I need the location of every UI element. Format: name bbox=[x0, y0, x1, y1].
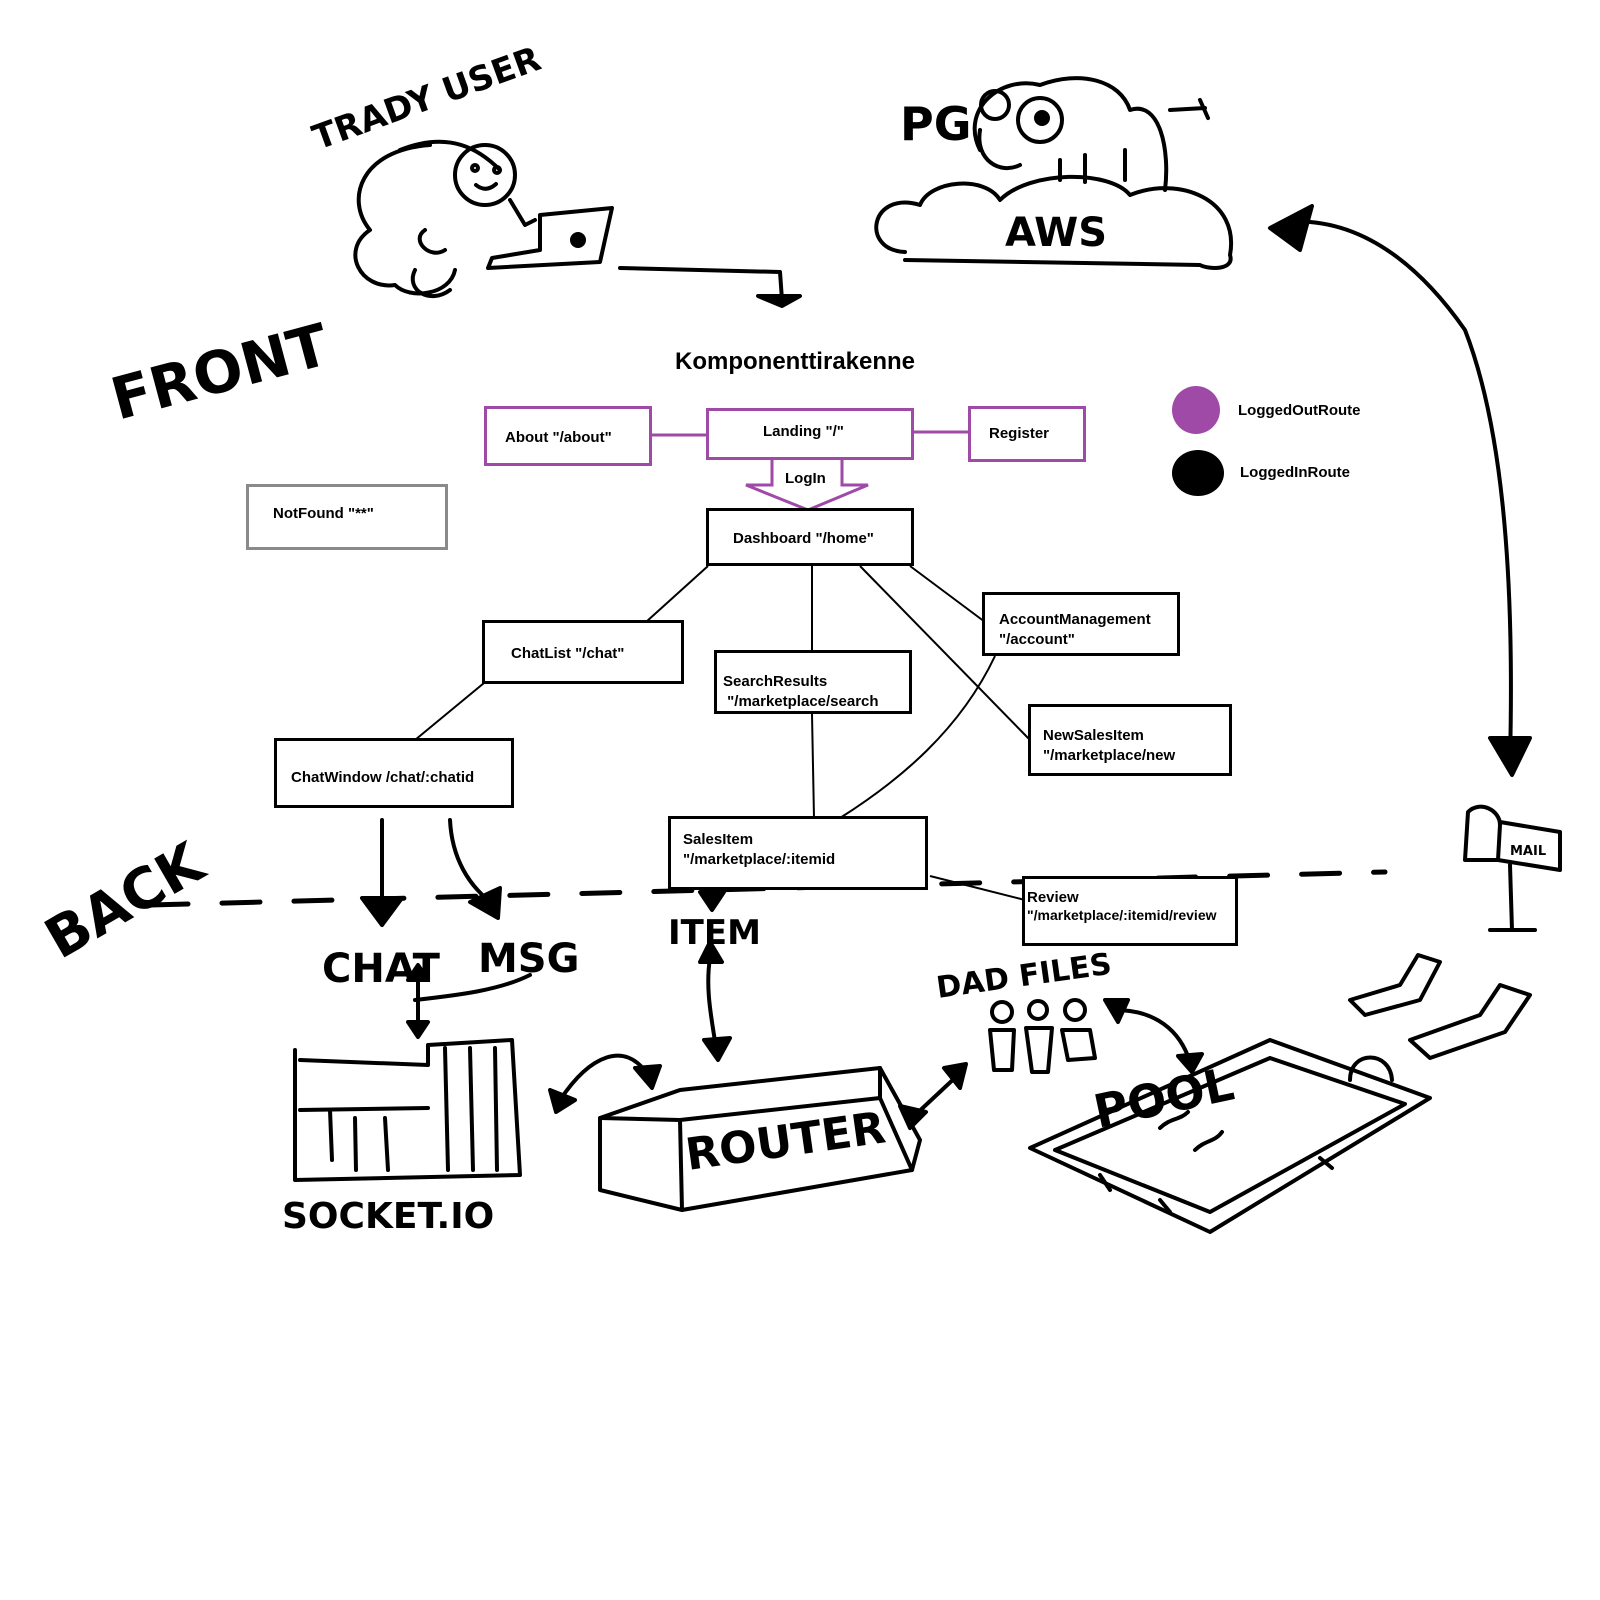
node-register-label: Register bbox=[989, 425, 1050, 442]
connector-dashboard-account bbox=[909, 565, 986, 623]
connector-account-salesitem bbox=[839, 655, 996, 819]
node-review: Review "/marketplace/:itemid/review bbox=[1022, 876, 1238, 946]
back-label: BACK bbox=[35, 829, 217, 972]
connector-salesitem-review bbox=[929, 875, 1026, 901]
node-dashboard: Dashboard "/home" bbox=[706, 508, 914, 566]
trady-user-sketch bbox=[353, 139, 802, 308]
pg-label: PG bbox=[900, 97, 971, 151]
node-salesitem-label-1: SalesItem bbox=[683, 831, 754, 848]
node-newsalesitem-label-2: "/marketplace/new bbox=[1043, 747, 1176, 764]
node-dashboard-label: Dashboard "/home" bbox=[733, 530, 874, 547]
node-account-label-1: AccountManagement bbox=[999, 611, 1151, 628]
connector-dashboard-newsales bbox=[859, 565, 1031, 741]
node-searchresults-label-2: "/marketplace/search bbox=[723, 693, 879, 710]
item-router-arrow bbox=[706, 956, 718, 1050]
mail-label: MAIL bbox=[1510, 844, 1546, 859]
msg-label: MSG bbox=[478, 936, 579, 982]
node-salesitem-label-2: "/marketplace/:itemid bbox=[683, 851, 836, 868]
node-chatwindow-label: ChatWindow /chat/:chatid bbox=[291, 769, 475, 786]
login-label: LogIn bbox=[785, 470, 826, 487]
trady-user-label: TRADY USER bbox=[307, 39, 546, 158]
aws-label: AWS bbox=[1005, 210, 1107, 256]
connector-dashboard-chatlist bbox=[645, 565, 709, 623]
dad-files-label: DAD FILES bbox=[934, 947, 1113, 1006]
node-landing: Landing "/" bbox=[706, 408, 914, 460]
socket-io-label: SOCKET.IO bbox=[282, 1196, 494, 1237]
node-salesitem: SalesItem "/marketplace/:itemid bbox=[668, 816, 928, 890]
node-searchresults-label-1: SearchResults bbox=[723, 673, 828, 690]
node-searchresults: SearchResults "/marketplace/search bbox=[714, 650, 912, 714]
legend-loggedin-dot bbox=[1172, 450, 1224, 496]
pool-sketch bbox=[1028, 1038, 1432, 1234]
front-label: FRONT bbox=[104, 310, 336, 433]
mailbox-sketch bbox=[1463, 804, 1562, 932]
dadfiles-pool-arrow bbox=[1113, 1008, 1192, 1064]
node-account-label-2: "/account" bbox=[999, 631, 1075, 648]
router-label: ROUTER bbox=[682, 1102, 888, 1180]
dad-files-people-sketch bbox=[988, 998, 1097, 1074]
item-label: ITEM bbox=[668, 913, 761, 953]
node-chatwindow: ChatWindow /chat/:chatid bbox=[274, 738, 514, 808]
node-newsalesitem-label-1: NewSalesItem bbox=[1043, 727, 1144, 744]
node-chatlist-label: ChatList "/chat" bbox=[511, 645, 625, 662]
socket-io-sketch bbox=[293, 1038, 522, 1182]
node-review-label-1: Review bbox=[1027, 889, 1079, 906]
node-about-label: About "/about" bbox=[505, 429, 612, 446]
chatwindow-msg-arrow bbox=[448, 818, 490, 902]
connector-chatlist-chatwindow bbox=[414, 682, 485, 741]
legend-loggedin-label: LoggedInRoute bbox=[1240, 464, 1350, 481]
legend-loggedout-dot bbox=[1172, 386, 1220, 434]
diagram-title: Komponenttirakenne bbox=[675, 348, 916, 375]
node-newsalesitem: NewSalesItem "/marketplace/new bbox=[1028, 704, 1232, 776]
node-notfound-label: NotFound "**" bbox=[273, 505, 374, 522]
lounge-chairs-sketch bbox=[1348, 953, 1532, 1060]
connector-search-salesitem bbox=[811, 713, 815, 819]
aws-mail-arrow bbox=[1268, 204, 1532, 777]
legend-loggedout-label: LoggedOutRoute bbox=[1238, 402, 1361, 419]
node-landing-label: Landing "/" bbox=[763, 423, 844, 440]
pg-aws-sketch bbox=[874, 76, 1234, 270]
node-chatlist: ChatList "/chat" bbox=[482, 620, 684, 684]
node-review-label-2: "/marketplace/:itemid/review bbox=[1027, 907, 1217, 923]
node-about: About "/about" bbox=[484, 406, 652, 466]
node-account: AccountManagement "/account" bbox=[982, 592, 1180, 656]
chat-label: CHAT bbox=[322, 946, 441, 992]
node-register: Register bbox=[968, 406, 1086, 462]
socket-router-arrow bbox=[558, 1053, 650, 1102]
node-notfound: NotFound "**" bbox=[246, 484, 448, 550]
router-sketch bbox=[598, 1066, 922, 1212]
